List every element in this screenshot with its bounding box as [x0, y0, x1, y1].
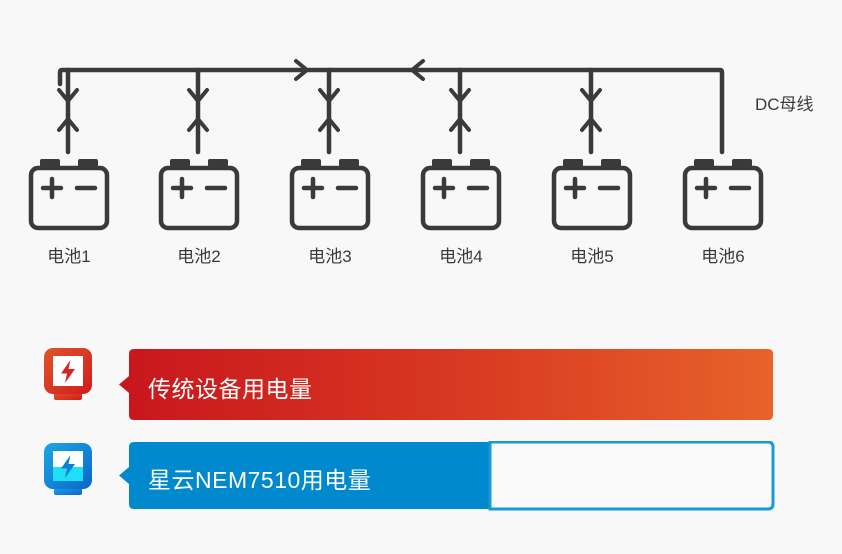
battery-symbol-4: [420, 159, 502, 231]
battery-symbol-6: [682, 159, 764, 231]
battery-label-6: 电池6: [701, 247, 745, 266]
bus-arrow-left-icon: [410, 59, 425, 81]
bar-label-traditional: 传统设备用电量: [148, 376, 313, 402]
dropline-battery-3: [318, 67, 340, 155]
battery-symbol-3: [289, 159, 371, 231]
battery-label-3: 电池3: [308, 247, 352, 266]
power-meter-icon-red: [44, 348, 92, 400]
battery-symbol-2: [158, 159, 240, 231]
bar-nem7510-hollow: [488, 441, 775, 511]
bar-label-nem7510: 星云NEM7510用电量: [148, 467, 372, 493]
battery-label-4: 电池4: [439, 247, 483, 266]
battery-symbols: [28, 159, 764, 231]
dc-bus-label: DC母线: [755, 95, 814, 114]
battery-symbol-1: [28, 159, 110, 231]
dc-bus-line: [57, 67, 725, 155]
power-meter-icon-blue: [44, 443, 92, 495]
dropline-battery-1: [57, 67, 79, 155]
battery-label-5: 电池5: [570, 247, 614, 266]
bar-nem7510-filled: [119, 442, 490, 509]
battery-droplines: [57, 67, 602, 155]
dc-bus-circuit-diagram: [28, 59, 764, 231]
dropline-battery-5: [580, 67, 602, 155]
bus-arrow-right-icon: [294, 59, 309, 81]
bar-row-traditional: 传统设备用电量: [0, 344, 842, 424]
bar-traditional: [119, 349, 773, 420]
battery-label-1: 电池1: [47, 247, 91, 266]
bar-row-nem7510: 星云NEM7510用电量: [0, 439, 842, 515]
bar-nem7510: [119, 441, 775, 511]
battery-label-2: 电池2: [177, 247, 221, 266]
battery-symbol-5: [551, 159, 633, 231]
dropline-battery-2: [187, 67, 209, 155]
dropline-battery-4: [449, 67, 471, 155]
